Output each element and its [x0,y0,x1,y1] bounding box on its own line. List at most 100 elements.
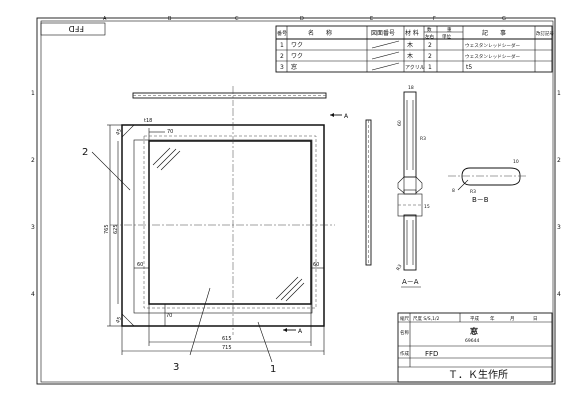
sec-dim-60: 60 [397,120,403,126]
col-marker-d: D [300,16,304,22]
frame-outer [121,124,325,327]
row-1-name: ワク [291,42,303,49]
section-marker-top: A [344,113,349,120]
top-view-strip [132,86,327,106]
th-material: 材 料 [405,29,419,37]
row-2-name: ワク [291,53,303,60]
tb-company: Ｔ．Ｋ生作所 [448,368,508,381]
row-marker-4-right: 4 [557,291,561,298]
detail-dim-10: 10 [513,159,519,165]
dim-top-corner: t18 [144,118,152,124]
table-row: 1 ワク 木 2 ウェスタンレッドシーダー [280,40,521,49]
row-3-note: t5 [466,64,472,71]
side-view-strip [365,119,372,266]
dim-bottom-70: 70 [166,313,172,319]
parts-table: 番号 名 称 図面番号 材 料 記 事 改訂記号 数 左右 重 単位 1 ワク … [275,25,554,73]
dim-right-60: 60 [313,262,319,268]
row-1-qty: 2 [428,42,432,49]
window-pane [148,140,312,305]
callouts: 2 3 1 [82,147,276,375]
dim-top-inner: 70 [167,129,173,135]
dim-corner-45-bottom: 45 [115,316,123,324]
ffd-tab-text: FFD [69,24,84,33]
tb-date-year: 年 [490,315,495,322]
col-marker-g: G [502,16,506,22]
row-3-name: 窓 [291,63,297,71]
tb-name-value: 窓 [470,326,478,336]
th-name: 名 称 [308,29,332,37]
th-wt-top: 重 [447,26,452,33]
row-1-note: ウェスタンレッドシーダー [465,42,521,49]
th-note: 記 事 [482,29,506,37]
detail-b-b: 10 8 R3 B－B [448,159,528,204]
th-qty-bottom: 左右 [425,33,434,40]
table-row: 2 ワク 木 2 ウェスタンレッドシーダー [280,51,521,60]
tb-date-month: 月 [510,316,515,322]
tb-scale-value: 尺度 S/S,1/2 [413,315,439,322]
dim-bottom-inner: 615 [222,336,232,342]
dim-left-60: 60 [137,262,143,268]
th-wt-bottom: 単位 [442,33,451,40]
col-marker-e: E [370,16,373,22]
section-label: A－A [402,278,419,286]
row-marker-3: 3 [31,224,35,231]
th-revision: 改訂記号 [536,30,554,37]
table-row: 3 窓 アクリル 1 t5 [280,62,472,71]
row-3-material: アクリル [405,65,425,71]
tb-date-day: 日 [533,316,538,322]
callout-3: 3 [173,362,179,373]
sec-dim-bottom: R3 [395,263,403,271]
front-view [110,108,335,335]
dim-left-outer: 765 [104,224,110,234]
tb-author-label: 作成 [400,350,409,357]
dim-corner-45-top: 45 [115,128,123,136]
row-3-no: 3 [280,64,284,71]
sec-dim-top: 18 [408,85,414,91]
tb-date-era: 平成 [470,315,479,322]
tb-name-label: 名称 [400,329,409,336]
row-2-no: 2 [280,53,284,60]
section-a-a: 18 60 R3 15 R3 A－A [395,85,430,288]
row-marker-2: 2 [31,157,35,164]
detail-dim-8: 8 [452,188,455,194]
ffd-tab [40,22,106,36]
frame-inner [133,139,313,314]
col-marker-c: C [235,16,239,22]
row-2-note: ウェスタンレッドシーダー [465,53,521,60]
row-markers: 1 2 3 4 1 2 3 4 [31,90,561,298]
outer-border [36,17,556,385]
row-marker-4: 4 [31,291,35,298]
title-block: 縮尺 尺度 S/S,1/2 平成 年 月 日 名称 69644 作成 窓 FFD… [397,312,553,383]
row-marker-1-right: 1 [557,90,561,97]
section-markers: A A [283,113,349,335]
row-marker-2-right: 2 [557,157,561,164]
row-1-material: 木 [407,41,413,49]
row-1-no: 1 [280,42,284,49]
dim-left-inner: 625 [113,224,119,234]
detail-label: B－B [472,196,489,204]
section-marker-bottom: A [298,328,303,335]
col-marker-a: A [103,16,107,22]
th-qty-top: 数 [427,26,432,33]
row-marker-1: 1 [31,90,35,97]
detail-dim-r: R3 [470,189,476,195]
sec-dim-side: 15 [424,204,430,210]
inner-border [40,20,554,383]
tb-drawing-no: 69644 [465,338,479,344]
callout-1: 1 [270,364,276,375]
callout-2: 2 [82,147,88,158]
col-marker-f: F [433,16,436,22]
front-view-dims: 70 t18 45 45 765 625 60 60 70 615 715 [104,118,325,355]
row-2-qty: 2 [428,53,432,60]
th-number: 番号 [277,30,287,37]
row-3-qty: 1 [428,64,432,71]
col-marker-b: B [168,16,172,22]
tb-scale-label: 縮尺 [400,315,409,322]
column-markers: A B C D E F G [103,16,506,22]
sec-dim-r: R3 [420,136,426,142]
dim-bottom-outer: 715 [222,345,232,351]
th-drawing-no: 図面番号 [371,30,395,37]
row-2-material: 木 [407,52,413,60]
row-marker-3-right: 3 [557,224,561,231]
